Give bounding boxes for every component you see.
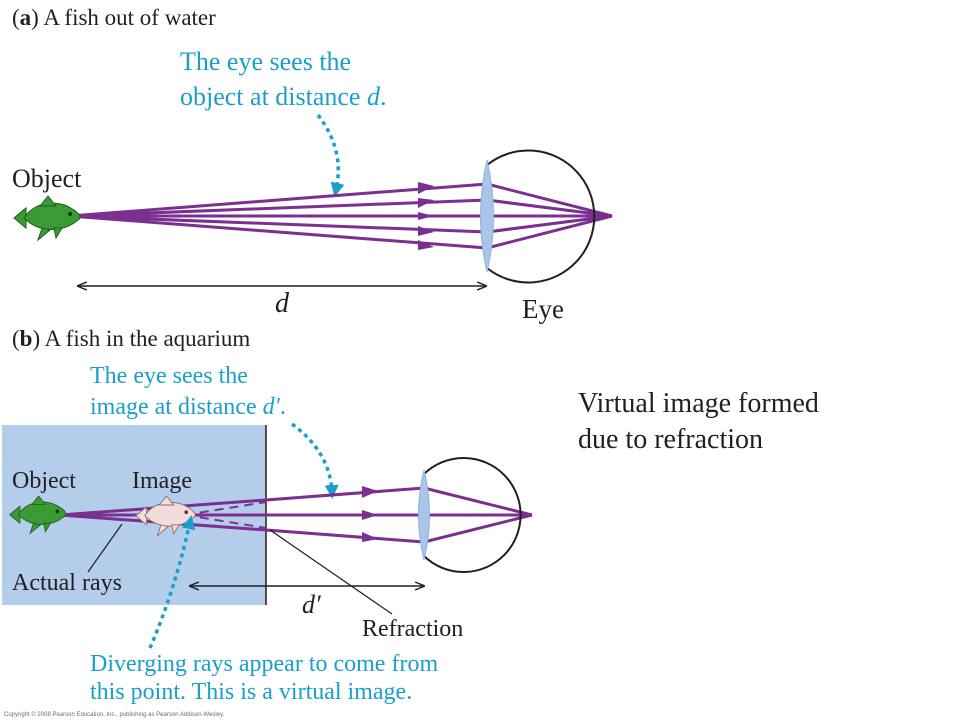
diverging-caption-line1: Diverging rays appear to come from xyxy=(90,651,438,677)
panel-b-caption-line1: The eye sees the xyxy=(90,363,248,389)
panel-a: (a) A fish out of water The eye sees the… xyxy=(12,5,613,324)
lens-icon xyxy=(480,159,494,273)
panel-a-ray-1 xyxy=(69,182,488,218)
panel-b-actual-rays-label: Actual rays xyxy=(12,570,122,596)
panel-b-caption-pointer xyxy=(290,422,339,499)
panel-a-caption-line2: object at distance d. xyxy=(180,82,386,111)
lens-icon xyxy=(418,469,430,561)
fish-object-icon xyxy=(13,195,81,242)
panel-b-object-label: Object xyxy=(12,468,76,494)
panel-b-caption-line2: image at distance d′. xyxy=(90,394,286,420)
diverging-caption-line2: this point. This is a virtual image. xyxy=(90,679,412,705)
panel-b-image-label: Image xyxy=(132,468,192,494)
eye-icon xyxy=(480,149,596,284)
panel-a-rays xyxy=(69,182,613,250)
panel-b-refraction-label: Refraction xyxy=(362,616,463,642)
fish-object-icon xyxy=(9,495,67,535)
panel-a-letter: a xyxy=(20,5,32,30)
panel-a-ray-4 xyxy=(69,214,488,234)
copyright-notice: Copyright © 2008 Pearson Education, Inc.… xyxy=(4,711,225,718)
note-line2: due to refraction xyxy=(578,424,763,455)
eye-icon xyxy=(418,457,522,573)
panel-a-object-label: Object xyxy=(12,164,82,193)
panel-b-letter: b xyxy=(20,326,33,351)
panel-a-ray-5 xyxy=(69,214,488,250)
panel-a-caption-line1: The eye sees the xyxy=(180,47,351,76)
panel-b: (b) A fish in the aquarium The eye sees … xyxy=(2,326,533,705)
note-line1: Virtual image formed xyxy=(578,388,819,419)
panel-b-title: (b) A fish in the aquarium xyxy=(12,326,250,351)
actual-rays-leader xyxy=(87,523,123,573)
panel-b-distance-label: d′ xyxy=(302,590,321,619)
panel-a-ray-2 xyxy=(69,198,488,218)
diverging-pointer xyxy=(148,515,196,649)
panel-a-distance-label: d xyxy=(275,288,290,319)
panel-a-eye-label: Eye xyxy=(522,294,564,324)
panel-a-title: (a) A fish out of water xyxy=(12,5,216,30)
refraction-leader xyxy=(269,529,393,615)
panel-a-caption-pointer xyxy=(316,113,345,197)
